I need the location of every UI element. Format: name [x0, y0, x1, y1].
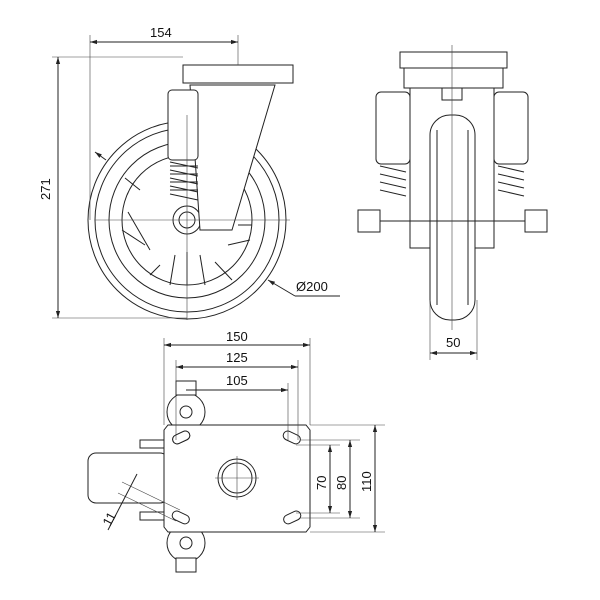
- dim-154: 154: [150, 25, 172, 40]
- dim-50: 50: [446, 335, 460, 350]
- dim-150: 150: [226, 329, 248, 344]
- spring-icon: [379, 165, 525, 197]
- axle-nut-right: [524, 209, 548, 233]
- bottom-view: 150 125 105 70 80 110 11: [87, 329, 385, 573]
- wheel-front: [429, 114, 476, 321]
- top-plate: [182, 64, 294, 84]
- dim-105: 105: [226, 373, 248, 388]
- dim-125: 125: [226, 350, 248, 365]
- dim-110: 110: [359, 471, 374, 492]
- dim-11: 11: [99, 509, 119, 528]
- dim-271: 271: [38, 178, 53, 200]
- spring-icon: [169, 161, 199, 201]
- dim-70: 70: [314, 476, 329, 490]
- dim-80: 80: [334, 476, 349, 490]
- dim-diameter: Ø200: [296, 279, 328, 294]
- front-view: 50: [357, 45, 548, 360]
- top-plate-front: [399, 51, 508, 69]
- side-view: 154 271 Ø200: [38, 25, 340, 320]
- shock-housing: [167, 89, 199, 161]
- wheel-bottom: [87, 452, 169, 504]
- axle-nut-left: [357, 209, 381, 233]
